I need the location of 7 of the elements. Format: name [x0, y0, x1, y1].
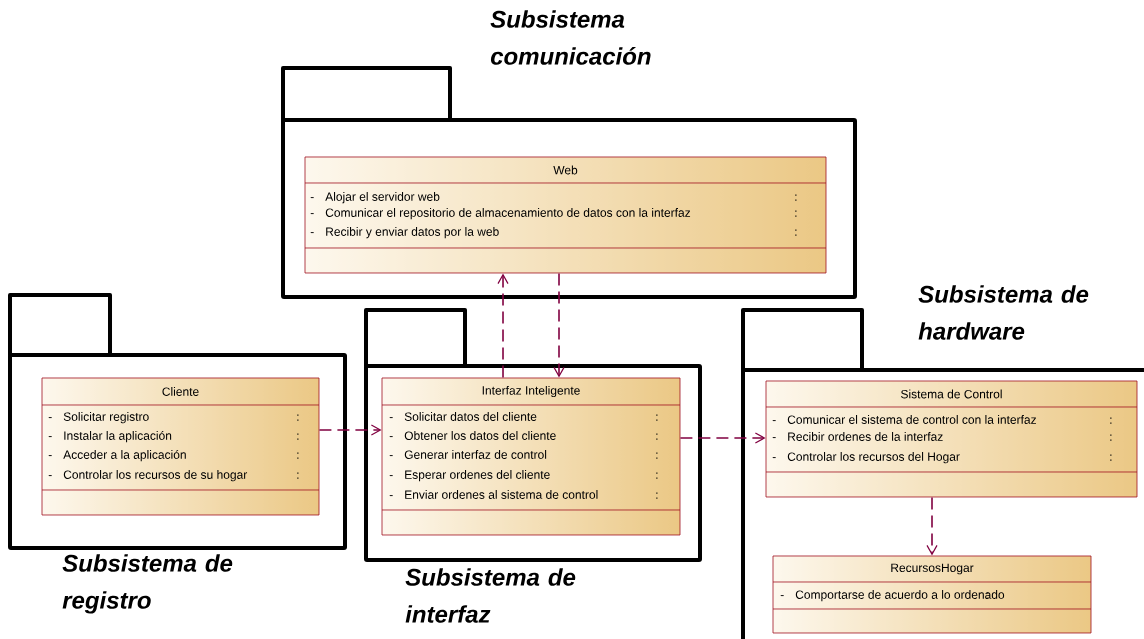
- package-title: Subsistema de registro: [62, 554, 233, 614]
- dependency-arrow: [679, 432, 766, 444]
- package-title: Subsistema de hardware: [918, 285, 1089, 340]
- dependency-arrow: [553, 272, 565, 378]
- dependency-arrow: [497, 273, 509, 379]
- package-title: Subsistema comunicación: [490, 10, 651, 65]
- package-title: Subsistema de interfaz: [405, 568, 576, 623]
